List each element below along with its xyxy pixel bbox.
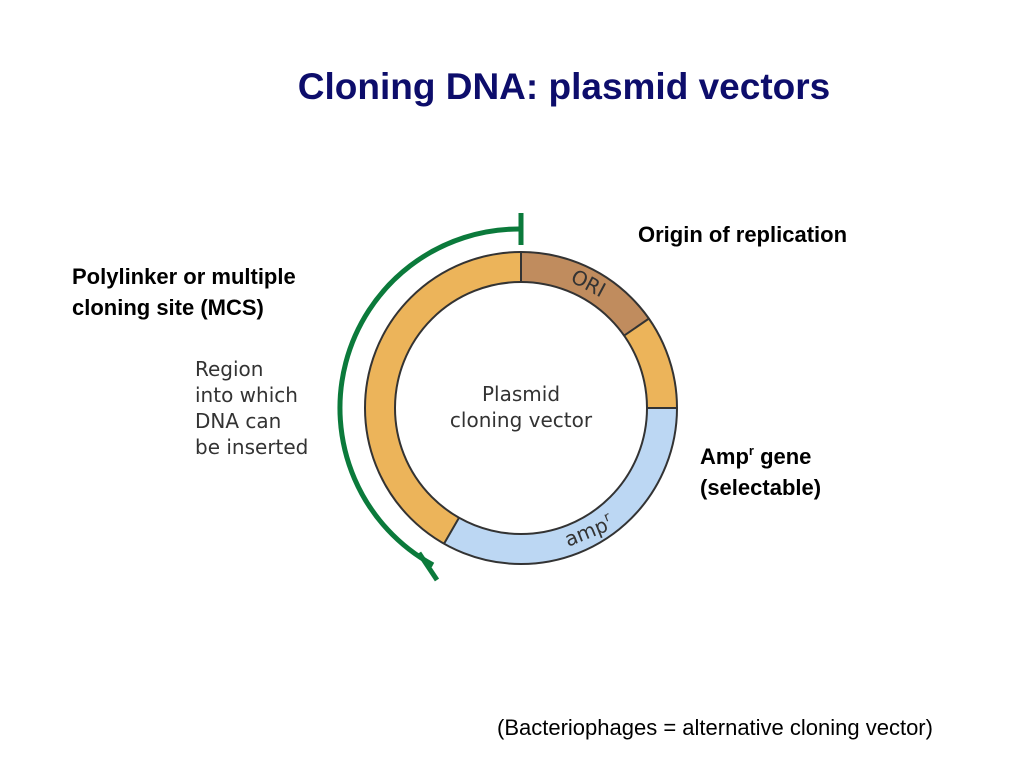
amp-gene-label-line1: Ampr gene (700, 441, 821, 472)
center-label-line2: cloning vector (450, 408, 593, 432)
ori-segment (520, 252, 649, 337)
insertion-region-bracket (337, 226, 522, 568)
region-label-line3: DNA can (195, 409, 281, 433)
region-label-line4: be inserted (195, 435, 308, 459)
polylinker-label: Polylinker or multiple cloning site (MCS… (72, 261, 296, 323)
footnote: (Bacteriophages = alternative cloning ve… (497, 715, 933, 740)
region-label-line2: into which (195, 383, 298, 407)
center-label-line1: Plasmid (482, 382, 560, 406)
bracket-bottom-tick (416, 551, 440, 582)
divider-amp-mcs (443, 517, 460, 545)
amp-segment (444, 407, 677, 564)
polylinker-label-line1: Polylinker or multiple (72, 264, 296, 289)
amp-superscript: r (748, 443, 754, 458)
divider-ori-right (623, 317, 650, 337)
amp-gene-label: Ampr gene (selectable) (700, 441, 821, 503)
amp-ring-label-sup: r (602, 509, 613, 525)
amp-prefix: Amp (700, 444, 749, 469)
origin-of-replication-label: Origin of replication (638, 219, 847, 250)
mcs-segment (364, 252, 522, 544)
region-label-line1: Region (195, 357, 263, 381)
polylinker-label-line2: cloning site (MCS) (72, 295, 264, 320)
page-title: Cloning DNA: plasmid vectors (297, 66, 831, 107)
amp-suffix: gene (753, 444, 812, 469)
origin-label-text: Origin of replication (638, 222, 848, 247)
amp-gene-label-line2: (selectable) (700, 475, 822, 500)
right-segment (623, 318, 677, 409)
